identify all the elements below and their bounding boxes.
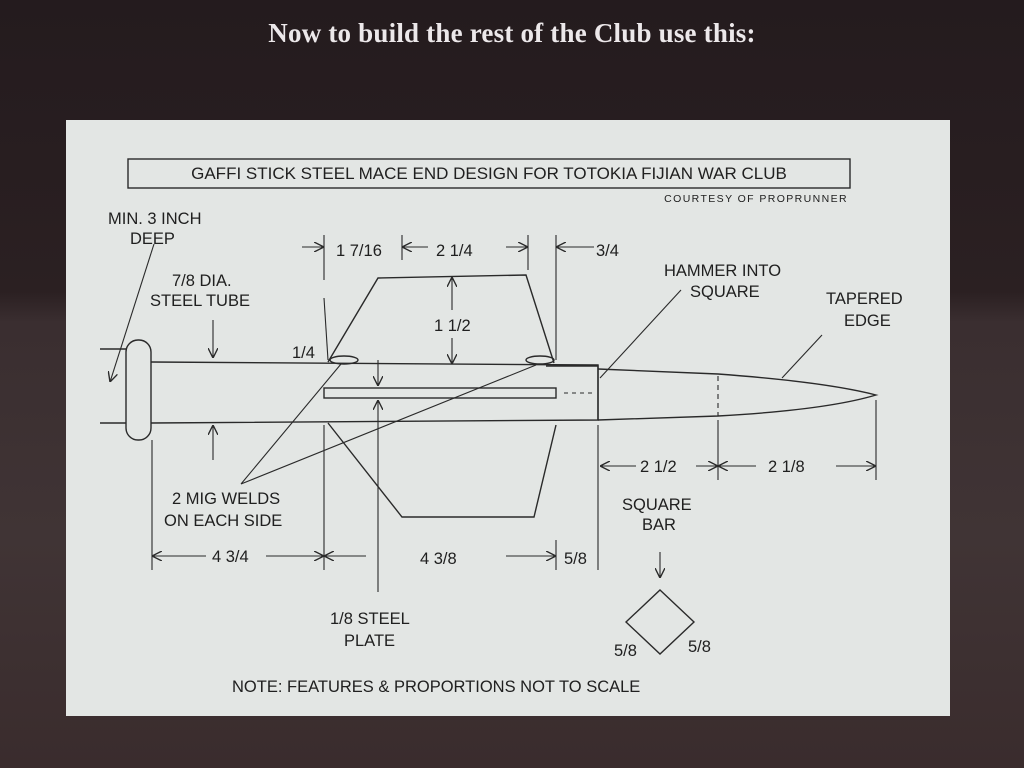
leader-hammer <box>599 289 682 379</box>
title-box <box>127 158 851 189</box>
label-square-bar-2: BAR <box>642 516 676 534</box>
label-min-deep-1: MIN. 3 INCH <box>108 210 202 228</box>
steel-plate-slot <box>323 387 557 399</box>
leader-tapered <box>781 334 823 379</box>
label-dim-1-1-2: 1 1/2 <box>434 317 471 335</box>
label-dim-1-4: 1/4 <box>292 344 315 362</box>
label-dim-1-7-16: 1 7/16 <box>336 242 382 260</box>
label-hammer-1: HAMMER INTO <box>664 262 781 280</box>
credit-text: COURTESY OF PROPRUNNER <box>664 193 848 205</box>
label-welds-2: ON EACH SIDE <box>164 512 282 530</box>
label-tapered-2: EDGE <box>844 312 891 330</box>
label-tube-1: 7/8 DIA. <box>172 272 232 290</box>
page-heading: Now to build the rest of the Club use th… <box>268 18 756 48</box>
label-square-5-8-left: 5/8 <box>614 642 637 660</box>
mace-blade-lower <box>327 422 557 518</box>
mace-design-diagram: GAFFI STICK STEEL MACE END DESIGN FOR TO… <box>100 158 903 696</box>
tube-collar <box>546 365 599 420</box>
square-bar <box>597 368 879 421</box>
mace-blade-upper <box>327 274 555 364</box>
label-dim-4-3-4: 4 3/4 <box>212 548 249 566</box>
label-dim-4-3-8: 4 3/8 <box>420 550 457 568</box>
label-dim-2-1-8: 2 1/8 <box>768 458 805 476</box>
weld-left <box>329 355 359 365</box>
square-bar-section <box>624 589 696 655</box>
label-square-bar-1: SQUARE <box>622 496 692 514</box>
leader-deep <box>110 243 155 382</box>
label-tube-2: STEEL TUBE <box>150 292 250 310</box>
label-plate-2: PLATE <box>344 632 395 650</box>
label-hammer-2: SQUARE <box>690 283 760 301</box>
diagram-note: NOTE: FEATURES & PROPORTIONS NOT TO SCAL… <box>232 678 640 696</box>
label-welds-1: 2 MIG WELDS <box>172 490 280 508</box>
label-square-5-8-right: 5/8 <box>688 638 711 656</box>
weld-right <box>525 355 555 365</box>
leader-quarter <box>323 297 329 361</box>
label-dim-2-1-4: 2 1/4 <box>436 242 473 260</box>
label-min-deep-2: DEEP <box>130 230 175 248</box>
steel-tube <box>100 348 599 424</box>
diagram-panel: GAFFI STICK STEEL MACE END DESIGN FOR TO… <box>66 120 950 716</box>
club-butt-cap <box>125 339 152 441</box>
label-plate-1: 1/8 STEEL <box>330 610 410 628</box>
leader-welds <box>240 363 537 485</box>
label-tapered-1: TAPERED <box>826 290 903 308</box>
label-dim-5-8: 5/8 <box>564 550 587 568</box>
diagram-title: GAFFI STICK STEEL MACE END DESIGN FOR TO… <box>191 164 787 183</box>
label-dim-2-1-2: 2 1/2 <box>640 458 677 476</box>
label-dim-3-4: 3/4 <box>596 242 619 260</box>
